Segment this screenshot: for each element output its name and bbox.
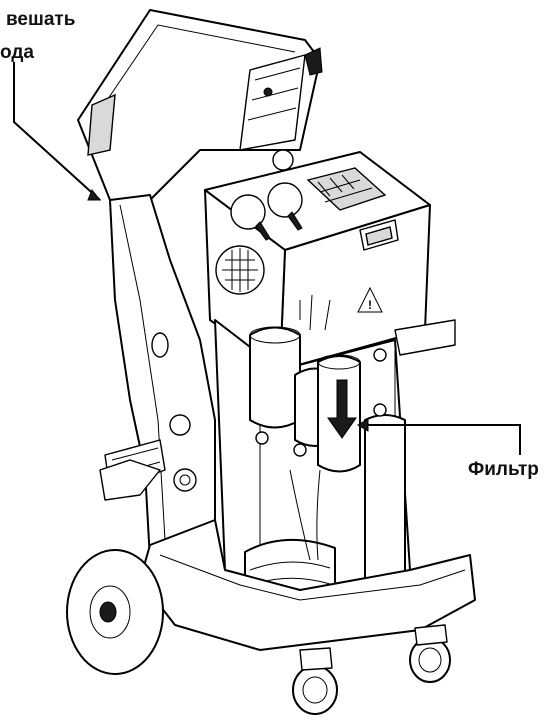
callout-label-filter: Фильтр: [468, 459, 539, 480]
callout-label-top-line-1: вешать: [6, 9, 76, 30]
leader-lines: [13, 62, 521, 455]
wheels: [66, 549, 451, 715]
leader-line-filter: [363, 424, 521, 455]
down-arrow-icon: [327, 379, 357, 439]
cylinders: [244, 294, 406, 611]
hood: [77, 9, 323, 201]
side-panel: [104, 194, 216, 561]
control-panel: !: [204, 149, 456, 371]
warning-triangle-icon: !: [368, 298, 372, 312]
cart-base: [99, 459, 476, 651]
leader-line-top: [13, 62, 101, 201]
callout-label-top-line-2: ода: [0, 42, 34, 63]
